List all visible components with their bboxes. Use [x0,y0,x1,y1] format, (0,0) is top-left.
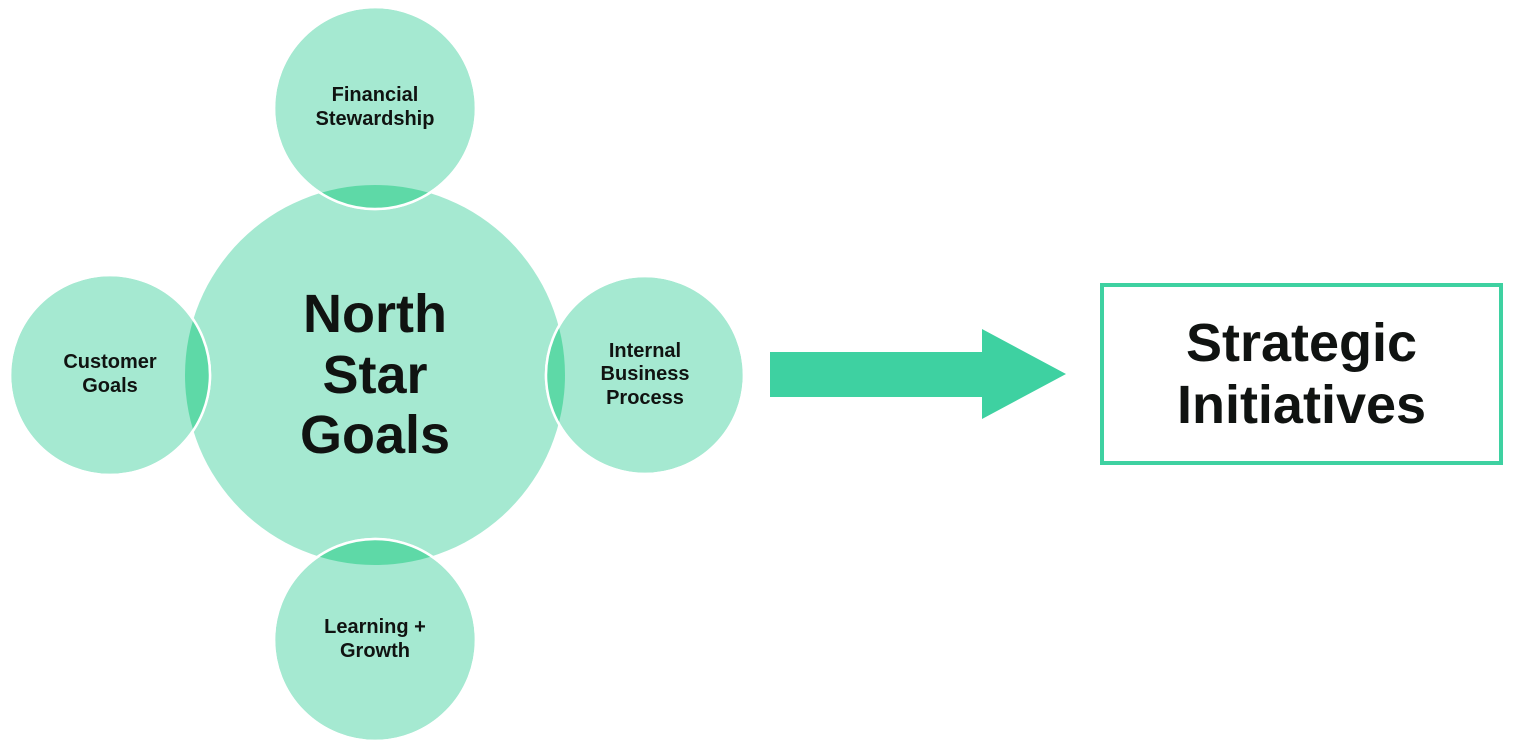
central-circle [185,185,565,565]
central-circle-label: North Star Goals [299,284,451,466]
satellite-label-customer-goals: Customer Goals [63,351,157,397]
satellite-label-internal-business-process: Internal Business Process [600,339,690,409]
satellite-label-learning-growth: Learning + Growth [324,616,426,662]
satellite-outline-top [272,5,478,211]
strategic-initiatives-box: Strategic Initiatives [1100,283,1503,465]
satellite-outline-bottom [272,537,478,743]
satellite-label-financial-stewardship: Financial Stewardship [315,84,435,130]
flow-arrow-icon [770,329,1066,419]
satellite-outline-left [8,273,212,477]
satellite-outlines [8,5,746,743]
satellite-outline-right [544,274,746,476]
